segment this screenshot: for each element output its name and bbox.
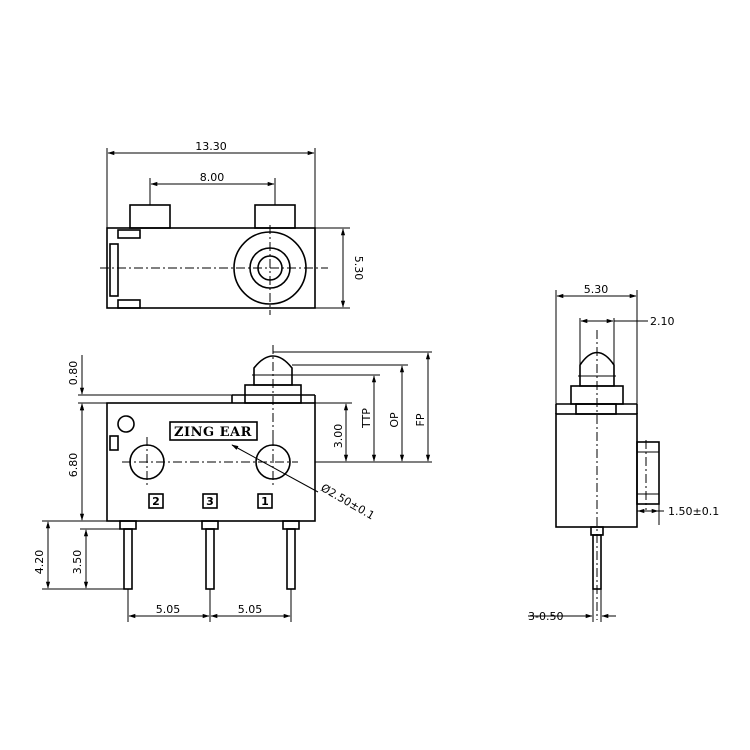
side-view-pin — [592, 534, 602, 590]
ttp-label: TTP — [360, 408, 373, 429]
actuator-height-label: 0.80 — [67, 361, 80, 386]
pin-number-1: 1 — [257, 493, 273, 509]
actuator-width-label: 2.10 — [650, 315, 675, 328]
front-view-small-hole — [117, 415, 135, 433]
top-pin-spacing-label: 8.00 — [200, 171, 225, 184]
hole-offset-label: 3.00 — [332, 424, 345, 449]
svg-text:3: 3 — [206, 495, 214, 508]
pin-length-label: 3.50 — [71, 550, 84, 575]
top-view-slot — [109, 243, 119, 297]
brand-label: ZING EAR — [174, 425, 252, 440]
svg-text:1: 1 — [261, 495, 269, 508]
pin-number-3: 3 — [202, 493, 218, 509]
top-width-label: 13.30 — [195, 140, 227, 153]
brand-plate — [169, 421, 258, 441]
front-view-side-notch — [109, 435, 119, 451]
top-view-lip-bottom — [117, 299, 141, 309]
pin-spec-label: 3-0.50 — [528, 610, 563, 623]
side-view-step — [575, 403, 617, 415]
top-height-label: 5.30 — [352, 256, 365, 281]
side-view: 5.30 2.10 1.50±0.1 3-0.50 — [528, 283, 719, 623]
op-label: OP — [388, 412, 401, 428]
top-view-boss-right — [254, 204, 296, 229]
hole-diameter-label: Ø2.50±0.1 — [319, 481, 377, 522]
pin-number-2: 2 — [148, 493, 164, 509]
side-width-label: 5.30 — [584, 283, 609, 296]
terminal-pins — [119, 520, 300, 590]
body-height-label: 6.80 — [67, 453, 80, 478]
front-view: ZING EAR 2 3 1 — [33, 345, 432, 622]
front-view-plunger — [253, 355, 293, 386]
boss-width-label: 1.50±0.1 — [668, 505, 719, 518]
fp-label: FP — [414, 413, 427, 426]
pin-spacing-left-label: 5.05 — [156, 603, 181, 616]
pin-spacing-right-label: 5.05 — [238, 603, 263, 616]
side-view-boss — [636, 441, 660, 505]
top-view-boss-left — [129, 204, 171, 229]
svg-text:2: 2 — [152, 495, 160, 508]
pin-total-length-label: 4.20 — [33, 550, 46, 575]
top-view-lip-top — [117, 229, 141, 239]
top-view: 13.30 8.00 5.30 — [100, 140, 365, 315]
